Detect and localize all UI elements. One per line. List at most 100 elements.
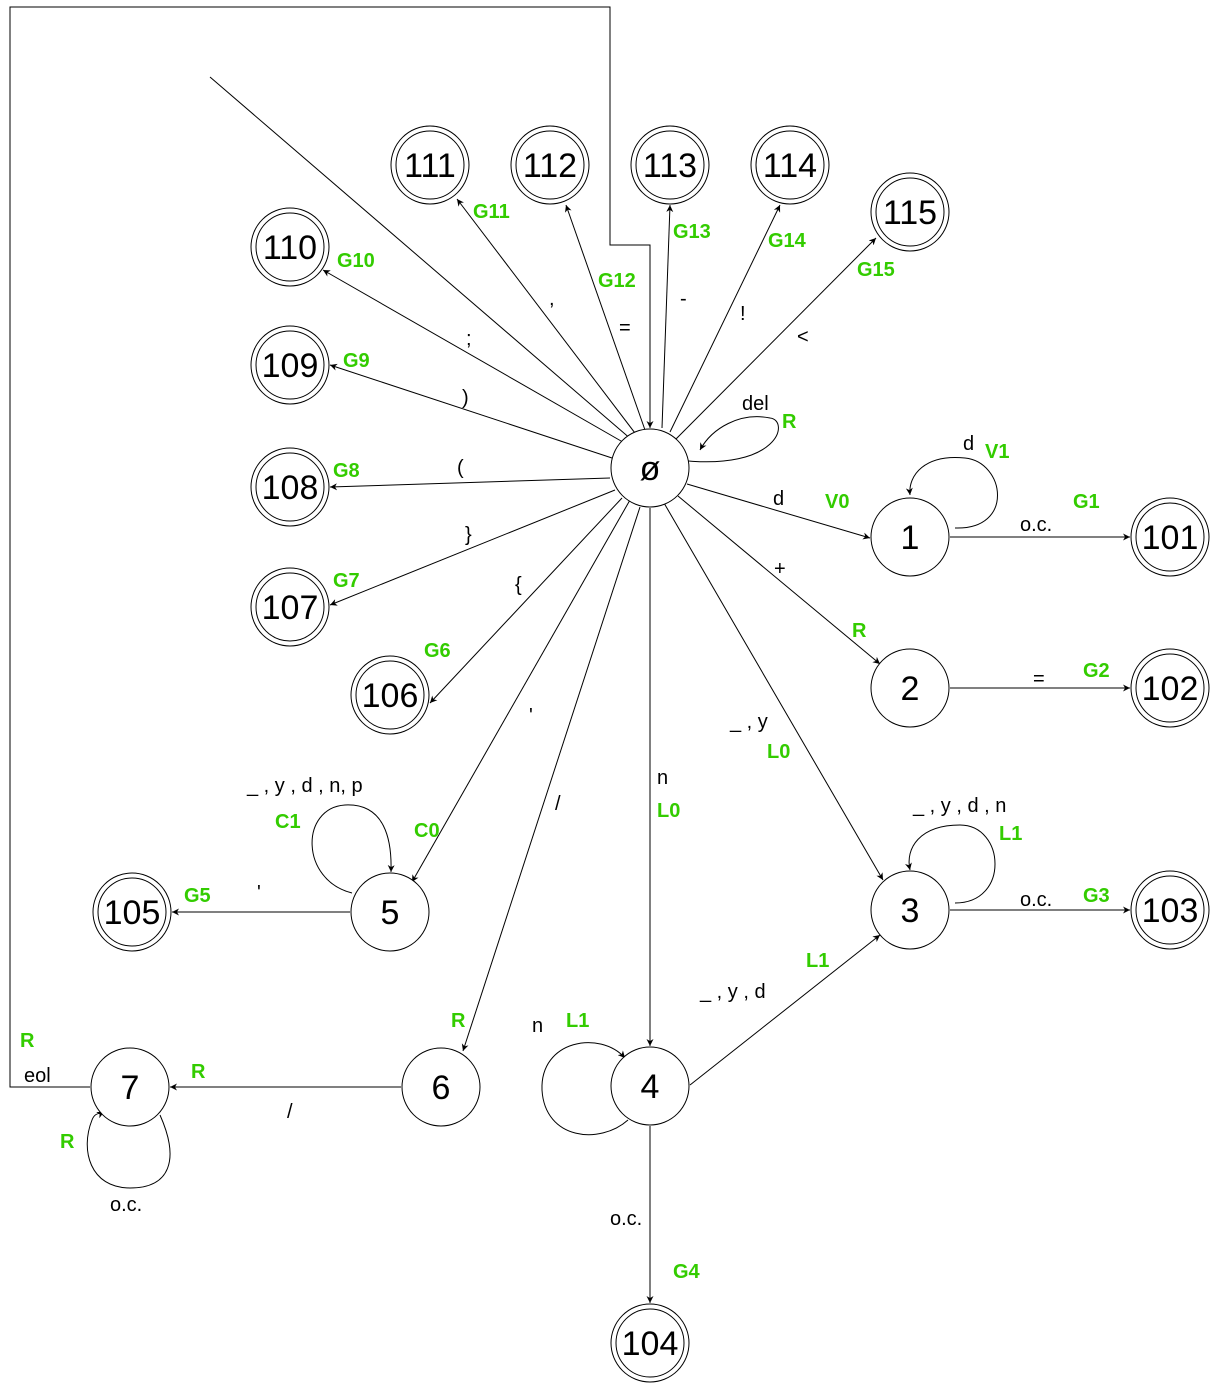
transition-symbol: _ , y , d , n, p: [246, 775, 363, 797]
transition-symbol: ;: [466, 328, 472, 350]
transition-action: G6: [424, 640, 451, 662]
transition-symbol: ': [257, 882, 261, 904]
final-state-inner-circle: [635, 130, 705, 200]
state-label: 114: [763, 147, 817, 185]
edge-0-109: [329, 363, 613, 459]
transition-symbol: /: [555, 793, 561, 815]
state-label: 3: [901, 892, 920, 930]
edge-0-115: [674, 237, 877, 441]
state-label: 101: [1142, 519, 1199, 557]
final-state-inner-circle: [255, 330, 325, 400]
transition-symbol: ,: [549, 288, 555, 310]
transition-symbol: ): [462, 387, 469, 409]
transition-action: G4: [673, 1261, 701, 1283]
state-label: 109: [262, 347, 319, 385]
transition-symbol: /: [287, 1101, 293, 1123]
edge-4-3: [689, 934, 881, 1086]
transition-symbol: n: [532, 1015, 543, 1037]
transition-action: L0: [767, 741, 790, 763]
state-label: 112: [523, 147, 577, 185]
state-f102: 102: [1130, 648, 1210, 728]
final-state-inner-circle: [255, 572, 325, 642]
edge-0-114: [669, 204, 781, 433]
final-state-inner-circle: [515, 130, 585, 200]
transition-action: G12: [598, 270, 636, 292]
edge-0-113: [661, 204, 674, 429]
transition-action: R: [20, 1030, 35, 1052]
transition-symbol: d: [773, 488, 784, 510]
state-s3: 3: [870, 870, 950, 950]
transition-symbol: ': [529, 705, 533, 727]
state-label: 5: [381, 894, 400, 932]
state-f109: 109: [250, 325, 330, 405]
transition-symbol: eol: [24, 1065, 51, 1087]
state-f113: 113: [630, 125, 710, 205]
transition-action: R: [852, 620, 867, 642]
transition-action: V0: [825, 491, 849, 513]
transition-symbol: !: [740, 303, 746, 325]
transition-symbol: +: [774, 558, 786, 580]
transition-action: G2: [1083, 660, 1110, 682]
transition-symbol: =: [619, 317, 631, 339]
edge-0-106: [429, 497, 623, 704]
state-f107: 107: [250, 567, 330, 647]
transition-symbol: _ , y: [729, 711, 768, 733]
final-state-inner-circle: [255, 452, 325, 522]
state-circle: [870, 648, 950, 728]
state-s1: 1: [870, 497, 950, 577]
transition-action: G9: [343, 350, 370, 372]
transition-symbol: }: [465, 524, 472, 546]
transition-action: G3: [1083, 885, 1110, 907]
transition-action: L1: [566, 1010, 589, 1032]
edge-0-6: [461, 506, 641, 1052]
edge-1-1: [905, 457, 998, 529]
state-label: 1: [901, 519, 920, 557]
state-f110: 110: [250, 207, 330, 287]
state-label: 113: [643, 147, 697, 185]
transition-symbol: o.c.: [110, 1194, 142, 1216]
state-s2: 2: [870, 648, 950, 728]
state-f106: 106: [350, 655, 430, 735]
transition-action: R: [60, 1131, 75, 1153]
state-circle: [870, 870, 950, 950]
transition-action: G8: [333, 460, 360, 482]
edge-0-2: [677, 495, 881, 665]
transition-action: C1: [275, 811, 301, 833]
final-state-inner-circle: [255, 212, 325, 282]
transition-action: L1: [999, 823, 1022, 845]
state-label: 104: [622, 1325, 679, 1363]
state-f114: 114: [750, 125, 830, 205]
edge-7-0: [9, 6, 654, 1088]
edge-0-0: [677, 416, 779, 463]
transition-symbol: o.c.: [1020, 514, 1052, 536]
edge-entry-diagonal: [209, 76, 633, 441]
state-circle: [610, 1046, 690, 1126]
transition-action: G10: [337, 250, 375, 272]
transition-action: G13: [673, 221, 711, 243]
state-circle: [90, 1047, 170, 1127]
edge-4-4: [541, 1042, 629, 1136]
transition-symbol: o.c.: [610, 1208, 642, 1230]
transition-symbol: -: [680, 288, 687, 310]
state-label: 106: [362, 677, 419, 715]
transition-action: G1: [1073, 491, 1100, 513]
state-s7: 7: [90, 1047, 170, 1127]
final-state-inner-circle: [355, 660, 425, 730]
transition-action: V1: [985, 441, 1009, 463]
state-label: 105: [104, 894, 161, 932]
state-label: 103: [1142, 892, 1199, 930]
transition-action: R: [451, 1010, 466, 1032]
transition-action: R: [782, 411, 797, 433]
state-f112: 112: [510, 125, 590, 205]
edge-5-5: [311, 804, 395, 894]
state-circle: [401, 1047, 481, 1127]
state-label: 108: [262, 469, 319, 507]
state-f115: 115: [870, 172, 950, 252]
state-f108: 108: [250, 447, 330, 527]
final-state-inner-circle: [755, 130, 825, 200]
state-label: 111: [404, 147, 456, 185]
state-f111: 111: [390, 125, 470, 205]
state-label: ø: [640, 450, 661, 488]
state-circle: [610, 428, 690, 508]
